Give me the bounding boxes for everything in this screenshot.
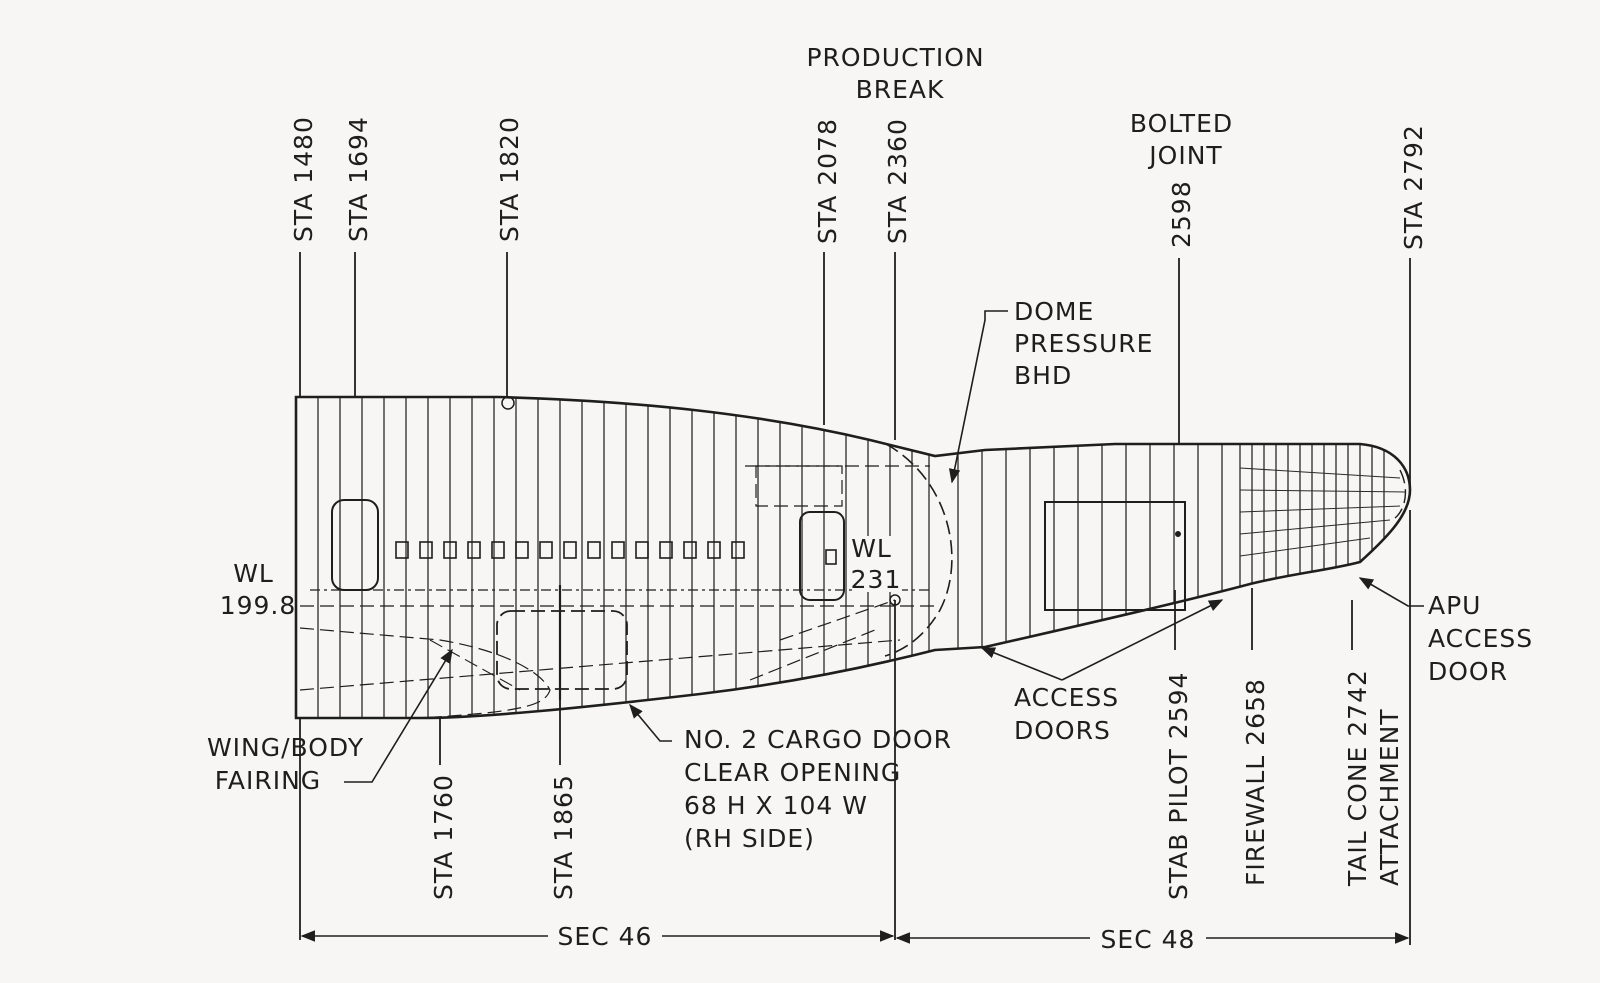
- production-break-heading: PRODUCTION BREAK: [806, 43, 993, 104]
- wl-right-line2: 231: [851, 565, 902, 594]
- cargo-door-leader: [629, 703, 672, 742]
- apu-line2: ACCESS: [1428, 624, 1533, 653]
- sta2598-label: 2598: [1167, 180, 1196, 248]
- sta1694-label: STA 1694: [344, 116, 373, 242]
- panel-fastener: [1175, 531, 1181, 537]
- sta2078-label: STA 2078: [813, 118, 842, 244]
- stab-pilot-label: STAB PILOT 2594: [1164, 672, 1193, 900]
- aft-diagonal-1: [779, 599, 896, 641]
- fairing-diagonal: [429, 639, 521, 691]
- apu-callout: APU ACCESS DOOR: [1428, 591, 1542, 686]
- cargo-door-outline: [496, 610, 628, 690]
- cargo-door-line4: (RH SIDE): [684, 824, 815, 853]
- dome-leader: [948, 310, 1008, 484]
- wl-right-callout: WL 231: [851, 534, 902, 594]
- apu-line3: DOOR: [1428, 657, 1508, 686]
- station-lines: [299, 252, 1411, 945]
- dome-line1: DOME: [1014, 297, 1094, 326]
- access-doors-callout: ACCESS DOORS: [1014, 683, 1128, 745]
- wing-body-callout: WING/BODY FAIRING: [207, 733, 373, 795]
- window-row: [395, 541, 837, 565]
- lower-lobe-line: [299, 639, 901, 691]
- wl-left-line2: 199.8: [220, 591, 297, 620]
- apu-line1: APU: [1428, 591, 1481, 620]
- access-doors-leader-2: [1061, 599, 1224, 681]
- fairing-dash: [299, 627, 551, 719]
- aft-door: [799, 511, 845, 601]
- dome-line3: BHD: [1014, 361, 1072, 390]
- dome-line2: PRESSURE: [1014, 329, 1153, 358]
- tailcone-cap: [1394, 469, 1407, 519]
- tail-cone-line1: TAIL CONE 2742: [1343, 669, 1372, 887]
- cargo-door-callout: NO. 2 CARGO DOOR CLEAR OPENING 68 H X 10…: [684, 725, 961, 853]
- dome-bulkhead-curve: [884, 443, 953, 657]
- wing-body-line1: WING/BODY: [207, 733, 364, 762]
- wing-body-leader: [344, 648, 453, 783]
- access-doors-line1: ACCESS: [1014, 683, 1119, 712]
- sec48-access-panel: [1044, 501, 1186, 611]
- sta1820-marker: [501, 396, 515, 410]
- wl-left-callout: WL 199.8: [220, 559, 297, 620]
- sta2360-label: STA 2360: [883, 118, 912, 244]
- sec48-label: SEC 48: [1101, 925, 1196, 954]
- sta1760-label: STA 1760: [429, 774, 458, 900]
- access-doors-leader-1: [980, 647, 1063, 681]
- cargo-door-line1: NO. 2 CARGO DOOR: [684, 725, 952, 754]
- sta1480-label: STA 1480: [289, 116, 318, 242]
- dome-callout: DOME PRESSURE BHD: [1014, 297, 1162, 390]
- fuselage-outline: [294, 395, 1412, 720]
- apu-leader: [1358, 577, 1424, 607]
- aft-upper-panel: [755, 465, 843, 507]
- tail-cone-line2: ATTACHMENT: [1375, 708, 1404, 886]
- cargo-door-line2: CLEAR OPENING: [684, 758, 901, 787]
- bolted-joint-line1: BOLTED: [1130, 109, 1233, 138]
- sec48-frames: [957, 444, 1406, 650]
- firewall-label: FIREWALL 2658: [1241, 678, 1270, 886]
- access-doors-line2: DOORS: [1014, 716, 1111, 745]
- sta1820-label: STA 1820: [495, 116, 524, 242]
- forward-door: [331, 499, 379, 591]
- bolted-joint-heading: BOLTED JOINT: [1130, 109, 1242, 170]
- tail-cone-label: TAIL CONE 2742 ATTACHMENT: [1343, 660, 1404, 887]
- wl-right-bg: [852, 536, 902, 592]
- section-dimensions: SEC 46 SEC 48: [300, 922, 1410, 954]
- wl-left-line1: WL: [233, 559, 274, 588]
- wl-right-line1: WL: [851, 534, 892, 563]
- bolted-joint-line2: JOINT: [1147, 141, 1222, 170]
- aft-diagonal-2: [749, 627, 881, 681]
- production-break-line1: PRODUCTION: [806, 43, 984, 72]
- production-break-line2: BREAK: [856, 75, 945, 104]
- sta2792-label: STA 2792: [1399, 124, 1428, 250]
- sec46-label: SEC 46: [558, 922, 653, 951]
- sta1865-label: STA 1865: [549, 774, 578, 900]
- cargo-door-line3: 68 H X 104 W: [684, 791, 868, 820]
- wing-body-line2: FAIRING: [215, 766, 321, 795]
